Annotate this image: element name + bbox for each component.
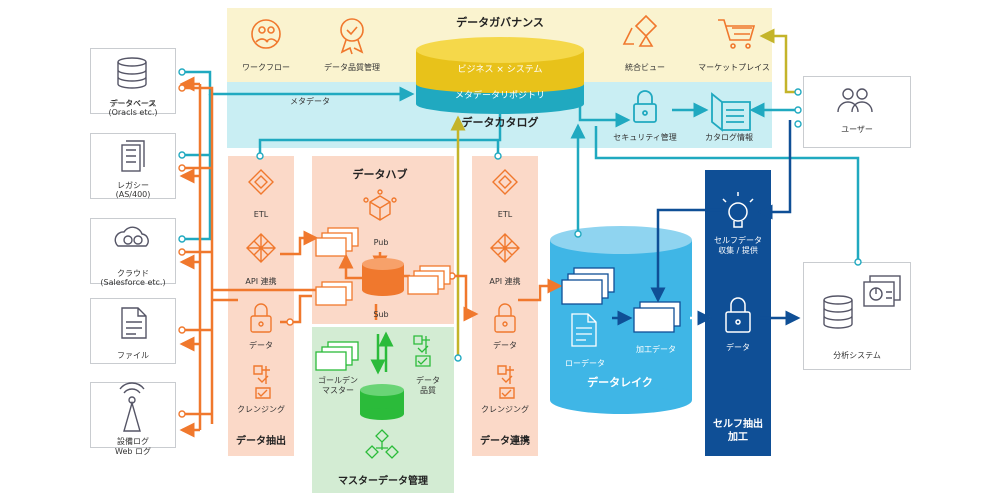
- data-quality-icon: [413, 335, 431, 367]
- extract-title: データ抽出: [236, 436, 286, 447]
- source-log-name: 設備ログ: [117, 437, 149, 446]
- workflow-icon: [251, 19, 281, 49]
- hub-cube-icon: [363, 189, 397, 221]
- sub-card-stack: [315, 281, 353, 306]
- unified-view-icon: [622, 14, 658, 47]
- db-business-system: ビジネス × システム: [457, 65, 543, 75]
- catalog-info-label: カタログ情報: [705, 133, 753, 142]
- raw-data-label: ローデータ: [565, 359, 605, 368]
- marketplace-label: マーケットプレイス: [698, 63, 770, 72]
- data-quality-label: データ 品質: [416, 376, 440, 395]
- link-cleansing-icon: [497, 365, 515, 399]
- user-box: [803, 76, 911, 148]
- raw-file-icon: [571, 313, 597, 347]
- link-data-lock-icon: [494, 303, 516, 333]
- governance-wires: [450, 28, 798, 358]
- link-cleansing-label: クレンジング: [481, 405, 529, 414]
- master-title: マスターデータ管理: [338, 476, 428, 487]
- connector-dots: [178, 68, 862, 362]
- analysis-label: 分析システム: [833, 351, 881, 360]
- cloud-icon: [114, 226, 149, 247]
- antenna-icon: [119, 382, 145, 432]
- extract-wires: [179, 76, 563, 438]
- cart-icon: [718, 19, 756, 49]
- source-log: [90, 382, 176, 448]
- master-tree-icon: [365, 429, 399, 459]
- users-icon: [837, 88, 873, 113]
- extract-panel: [228, 156, 294, 456]
- self-collect-label: セルフデータ 収集 / 提供: [714, 236, 762, 255]
- security-label: セキュリティ管理: [613, 133, 677, 142]
- hub-title: データハブ: [352, 168, 408, 181]
- processed-data-label: 加工データ: [636, 345, 676, 354]
- link-etl-label: ETL: [497, 210, 513, 219]
- self-wires: [612, 120, 801, 326]
- source-db-sub: (Oracls etc.): [108, 108, 158, 117]
- security-lock-icon: [633, 90, 657, 123]
- self-title: セルフ抽出 加工: [713, 419, 763, 443]
- file-icon: [121, 307, 147, 339]
- self-lock-icon: [725, 297, 751, 333]
- api-grid-icon: [246, 233, 276, 263]
- catalog-title: データカタログ: [461, 116, 539, 129]
- self-data-label: データ: [726, 343, 750, 352]
- workflow-label: ワークフロー: [242, 63, 290, 72]
- hub-sub-label: Sub: [373, 310, 389, 319]
- source-db-name: データベース: [109, 99, 157, 108]
- link-api-label: API 連携: [489, 277, 521, 286]
- metadata-arrow-label: メタデータ: [290, 97, 330, 106]
- raw-data-stack: [561, 267, 615, 305]
- extract-api-label: API 連携: [245, 277, 277, 286]
- master-cylinder: [360, 384, 404, 420]
- unified-view-label: 統合ビュー: [625, 63, 665, 72]
- legacy-icon: [121, 140, 145, 172]
- link-panel: [472, 156, 538, 456]
- db-metadata-repository: メタデータリポジトリ: [454, 91, 545, 101]
- hub-pub-label: Pub: [373, 238, 389, 247]
- source-cloud: [90, 218, 176, 284]
- source-cloud-sub: (Salesforce etc.): [100, 278, 166, 287]
- source-legacy-name: レガシー: [117, 181, 149, 190]
- source-legacy: [90, 133, 176, 199]
- source-log-sub: Web ログ: [115, 447, 151, 456]
- golden-master-label: ゴールデン マスター: [318, 376, 358, 395]
- quality-label: データ品質管理: [324, 63, 380, 72]
- catalog-book-icon: [711, 92, 751, 132]
- link-etl-icon: [492, 169, 518, 195]
- source-file-name: ファイル: [117, 351, 149, 360]
- pub-card-stack: [315, 227, 359, 257]
- source-file: [90, 298, 176, 364]
- source-cloud-name: クラウド: [117, 269, 149, 278]
- hub-cylinder: [362, 258, 404, 296]
- master-wires: [370, 331, 394, 375]
- processed-data-stack: [633, 301, 681, 333]
- user-label: ユーザー: [841, 125, 873, 134]
- right-card-stack: [407, 265, 451, 295]
- extract-cleansing-label: クレンジング: [237, 405, 285, 414]
- source-legacy-sub: (AS/400): [115, 190, 151, 199]
- extract-etl-label: ETL: [253, 210, 269, 219]
- etl-icon: [248, 169, 274, 195]
- source-database: データベース: [90, 48, 176, 114]
- source-database-name: データベース: [110, 99, 156, 108]
- lightbulb-icon: [722, 192, 754, 228]
- analysis-db-icon: [823, 295, 853, 329]
- link-title: データ連携: [480, 436, 530, 447]
- cleansing-icon: [253, 365, 271, 399]
- quality-badge-icon: [340, 18, 364, 55]
- database-icon: [117, 57, 147, 89]
- data-lock-icon: [250, 303, 272, 333]
- governance-title: データガバナンス: [456, 16, 544, 29]
- golden-master-stack: [315, 341, 359, 371]
- extract-data-label: データ: [249, 341, 273, 350]
- report-chart-icon: [863, 275, 901, 307]
- link-api-grid-icon: [490, 233, 520, 263]
- link-data-label: データ: [493, 341, 517, 350]
- lake-title: データレイク: [587, 376, 653, 389]
- metadata-repository-db: [416, 37, 584, 114]
